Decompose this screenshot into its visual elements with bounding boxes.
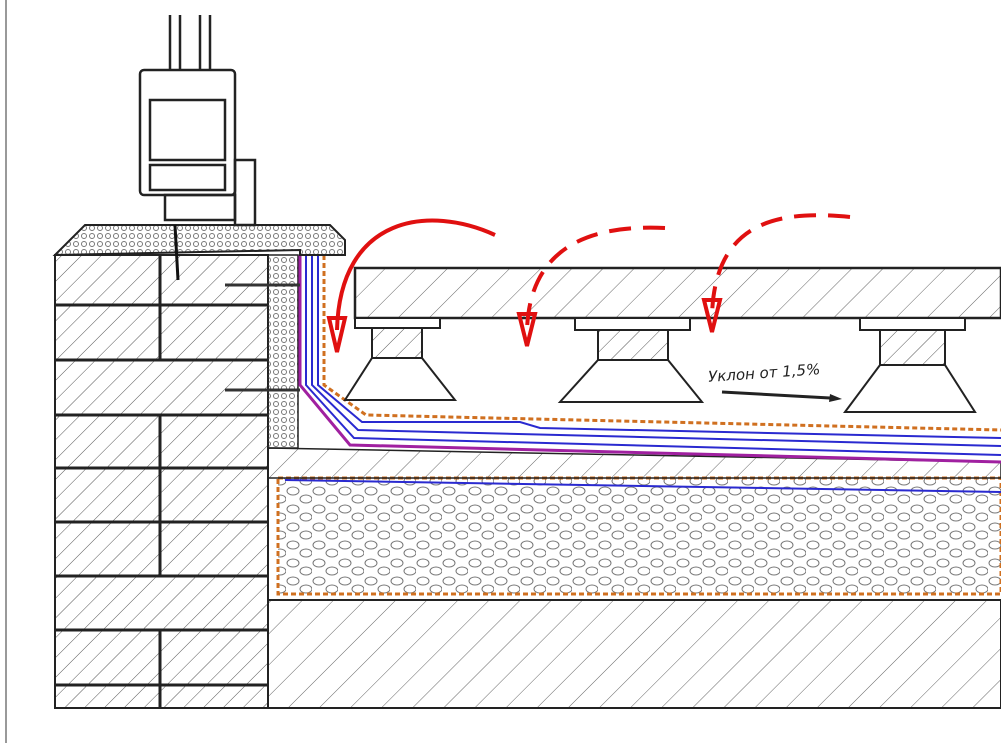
edge-insulation (267, 254, 299, 449)
pedestal-2 (557, 317, 705, 403)
window-frame (138, 15, 257, 227)
window-sill (52, 224, 346, 257)
arrowhead-1 (326, 316, 348, 353)
arrowhead-2 (516, 312, 538, 347)
screed-layer (267, 447, 1001, 479)
paving-tile (353, 266, 1001, 320)
arrowhead-3 (701, 298, 723, 333)
pedestal-1 (343, 317, 458, 401)
water-arrow-1 (335, 218, 496, 331)
slope-arrow-head (829, 394, 842, 402)
anchor-bolt (173, 224, 180, 281)
water-flow-arrows (326, 213, 851, 353)
slope-arrow (721, 390, 831, 400)
waterproof-membrane (298, 255, 1001, 464)
pedestal-3 (843, 317, 977, 413)
brick-wall (54, 254, 269, 709)
expanded-clay-insulation (278, 478, 1001, 594)
concrete-slab (267, 599, 1001, 709)
vapor-barrier (284, 479, 1001, 493)
